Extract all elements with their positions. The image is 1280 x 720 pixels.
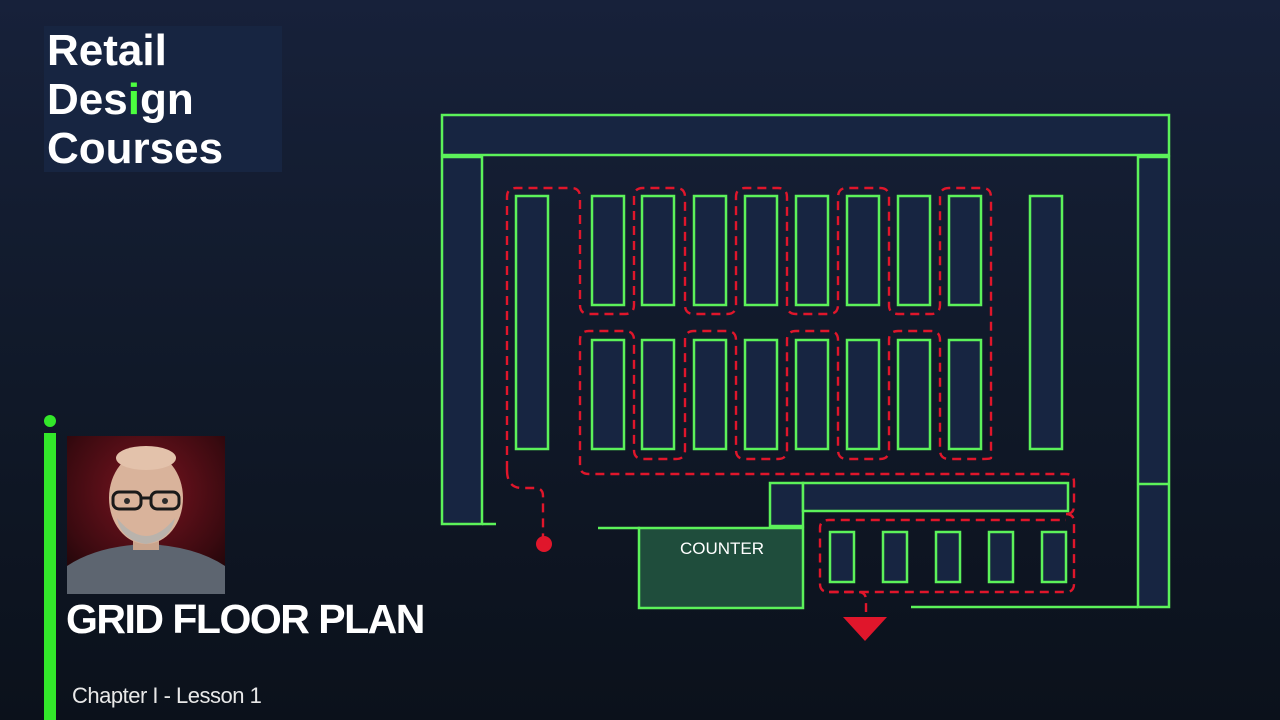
gondola-shelf bbox=[640, 338, 676, 451]
path-entrance bbox=[505, 469, 545, 538]
brand-logo: Retail Design Courses bbox=[44, 26, 282, 173]
presenter-photo-icon bbox=[67, 436, 225, 594]
counter bbox=[637, 526, 805, 610]
gondola-shelves bbox=[514, 194, 1068, 584]
gondola-shelf bbox=[794, 194, 830, 307]
checkout-display bbox=[987, 530, 1015, 584]
left-wall bbox=[440, 155, 484, 526]
counter-back-post bbox=[768, 481, 805, 528]
gondola-shelf bbox=[743, 338, 779, 451]
gondola-shelf bbox=[743, 194, 779, 307]
walls bbox=[440, 113, 1171, 609]
gondola-shelf bbox=[845, 338, 881, 451]
customer-path bbox=[505, 186, 1076, 612]
counter-label: COUNTER bbox=[680, 539, 764, 558]
gondola-shelf bbox=[845, 194, 881, 307]
lesson-subtitle: Chapter I - Lesson 1 bbox=[72, 683, 262, 708]
gondola-shelf bbox=[692, 338, 728, 451]
path-to-exit bbox=[829, 590, 868, 612]
checkout-display bbox=[934, 530, 962, 584]
gondola-shelf bbox=[896, 338, 932, 451]
presenter-avatar bbox=[67, 436, 225, 594]
path-top-serpentine bbox=[505, 186, 993, 470]
gondola-shelf bbox=[640, 194, 676, 307]
checkout-display bbox=[828, 530, 856, 584]
gondola-shelf bbox=[692, 194, 728, 307]
counter-area bbox=[637, 481, 1070, 610]
checkout-display bbox=[1040, 530, 1068, 584]
path-checkout-loop bbox=[818, 512, 1076, 594]
top-wall bbox=[440, 113, 1171, 157]
gondola-shelf bbox=[514, 194, 550, 451]
logo-word-design: Design bbox=[47, 75, 194, 124]
cash-wrap-shelf bbox=[801, 481, 1070, 513]
gondola-shelf bbox=[947, 338, 983, 451]
gondola-shelf bbox=[1028, 194, 1064, 451]
path-lower-serpentine bbox=[578, 329, 1076, 516]
lesson-title: GRID FLOOR PLAN bbox=[66, 596, 425, 642]
gondola-shelf bbox=[794, 338, 830, 451]
checkout-display bbox=[881, 530, 909, 584]
logo-word-courses: Courses bbox=[47, 124, 224, 173]
accent-dot bbox=[44, 415, 56, 427]
exit-arrow-icon bbox=[843, 617, 887, 641]
gondola-shelf bbox=[947, 194, 983, 307]
gondola-shelf bbox=[896, 194, 932, 307]
accent-bar bbox=[44, 433, 56, 720]
logo-word-retail: Retail bbox=[47, 26, 167, 75]
right-wall bbox=[1136, 155, 1171, 609]
start-point-icon bbox=[536, 536, 552, 552]
gondola-shelf bbox=[590, 194, 626, 307]
gondola-shelf bbox=[590, 338, 626, 451]
